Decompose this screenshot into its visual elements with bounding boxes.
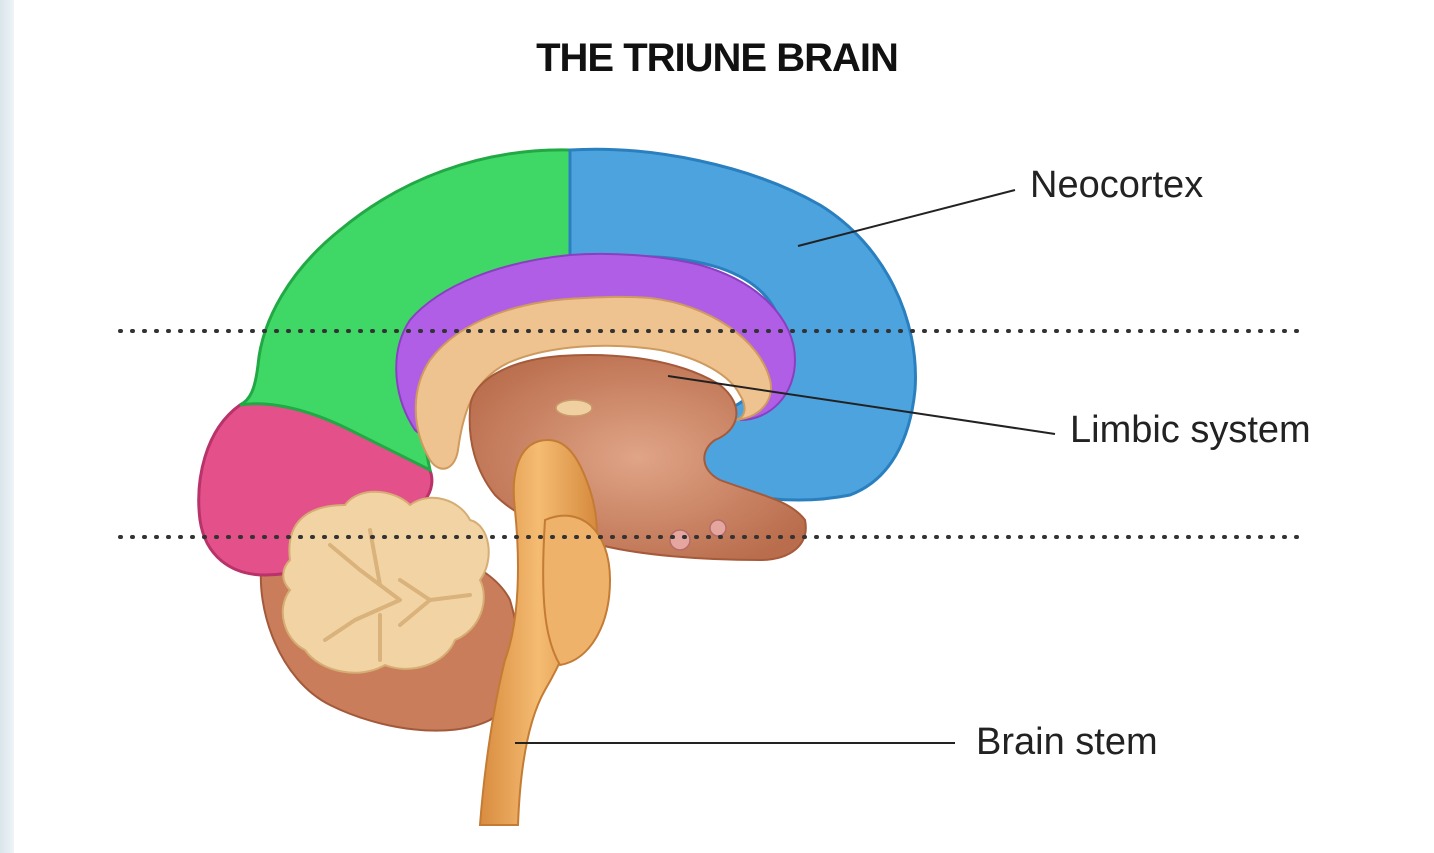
neocortex-label: Neocortex	[1030, 164, 1203, 207]
brain-stem-label: Brain stem	[976, 721, 1158, 764]
pituitary-node	[670, 530, 690, 550]
limbic-system-label: Limbic system	[1070, 409, 1311, 452]
mammillary-node	[710, 520, 726, 536]
small-oval-structure	[556, 400, 592, 416]
